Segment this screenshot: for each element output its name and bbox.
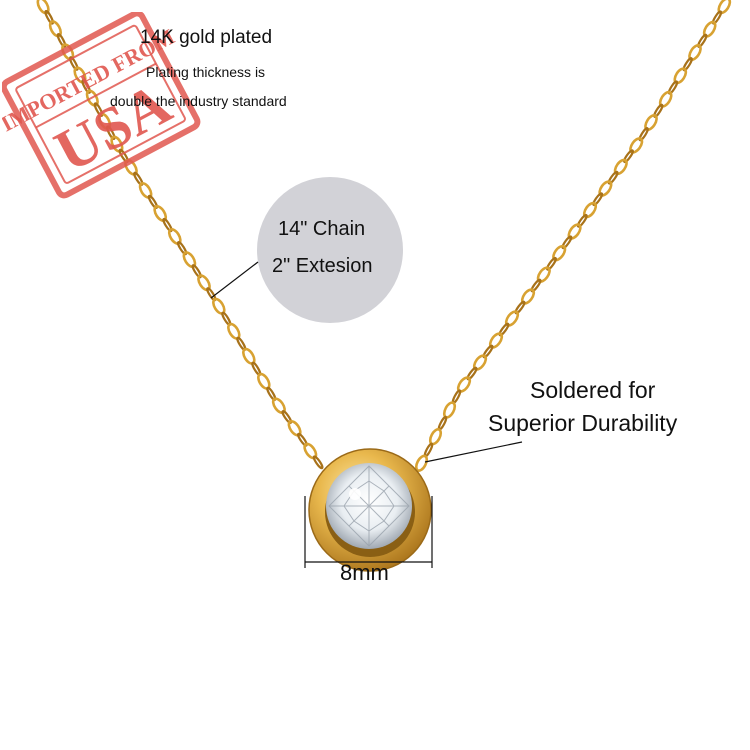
imported-from-usa-stamp: IMPORTED FROM USA bbox=[2, 12, 201, 199]
chain-link bbox=[36, 0, 50, 15]
dimension-label: 8mm bbox=[340, 560, 389, 585]
chain-link bbox=[514, 300, 526, 315]
solder-line-1: Soldered for bbox=[530, 377, 656, 403]
chain-link bbox=[576, 213, 588, 228]
plating-title: 14K gold plated bbox=[140, 27, 273, 48]
chain-link bbox=[623, 149, 634, 164]
chain-link bbox=[414, 454, 429, 472]
chain-link bbox=[607, 170, 619, 185]
chain-link bbox=[592, 192, 604, 207]
chain-link bbox=[191, 264, 202, 279]
chain-link bbox=[498, 322, 510, 337]
chain-callout-line bbox=[210, 261, 259, 299]
chain-link bbox=[530, 278, 542, 293]
chain-link bbox=[48, 20, 62, 38]
chain-link bbox=[312, 455, 324, 470]
chain-length-text: 14" Chain bbox=[278, 218, 366, 240]
chain-link bbox=[73, 66, 87, 84]
chain-link bbox=[176, 241, 188, 256]
chain-link bbox=[81, 79, 91, 94]
chain-link bbox=[552, 244, 567, 262]
right-chain bbox=[414, 0, 732, 472]
chain-link bbox=[162, 217, 173, 233]
chain-length-badge bbox=[257, 177, 403, 323]
pendant bbox=[308, 448, 432, 572]
solder-callout-line bbox=[424, 441, 523, 463]
chain-link bbox=[598, 180, 613, 197]
chain-link bbox=[44, 9, 54, 25]
chain-link bbox=[466, 366, 478, 381]
chain-link bbox=[98, 112, 112, 130]
solder-line-2: Superior Durability bbox=[488, 410, 678, 436]
plating-line-2: double the industry standard bbox=[110, 93, 287, 109]
chain-link bbox=[638, 127, 649, 142]
chain-link bbox=[546, 256, 557, 271]
chain-link bbox=[93, 102, 104, 117]
chain-link bbox=[561, 235, 573, 250]
chain-link bbox=[482, 344, 494, 359]
chain-link bbox=[613, 158, 628, 176]
chain-link bbox=[629, 137, 644, 154]
chain-extension-text: 2" Extesion bbox=[272, 255, 373, 277]
chain-link bbox=[56, 33, 67, 48]
chain-link bbox=[106, 125, 116, 141]
chain-link bbox=[69, 56, 79, 71]
plating-line-1: Plating thickness is bbox=[146, 64, 266, 80]
chain-link bbox=[567, 223, 582, 240]
dimension-marker bbox=[304, 496, 433, 568]
chain-link bbox=[582, 201, 598, 219]
